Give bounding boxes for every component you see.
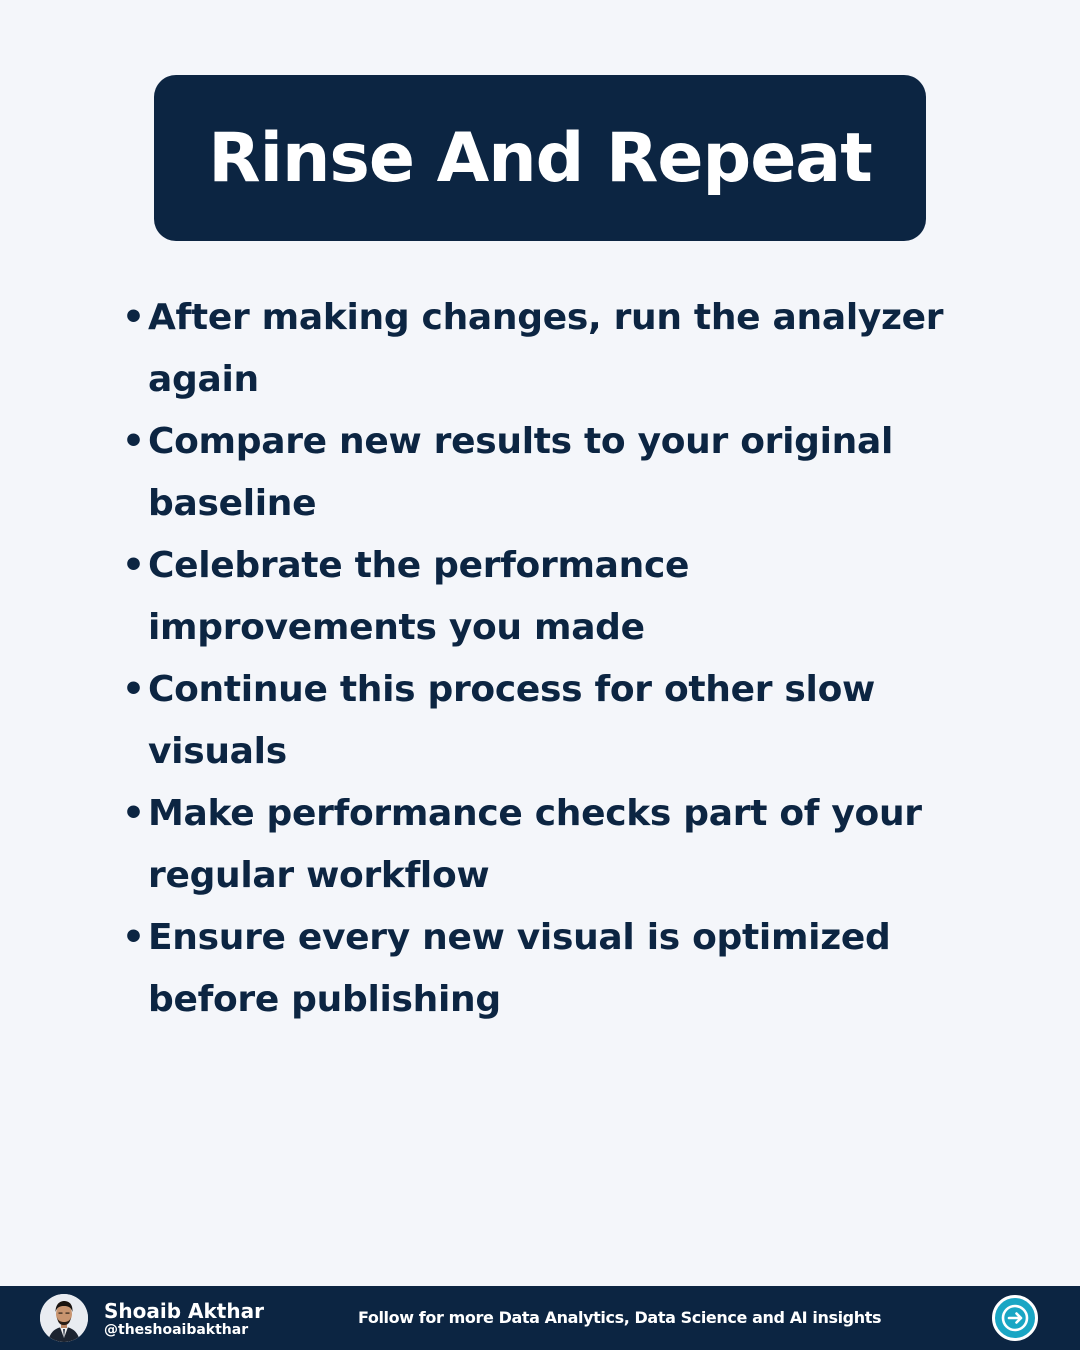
- bullet-item: • Make performance checks part of your r…: [122, 783, 952, 907]
- bullet-marker: •: [122, 545, 145, 586]
- bullet-marker: •: [122, 793, 145, 834]
- bullet-item: • Ensure every new visual is optimized b…: [122, 907, 952, 1031]
- profile-photo-icon[interactable]: [40, 1294, 88, 1342]
- bullet-item: • Continue this process for other slow v…: [122, 659, 952, 783]
- bullet-text: After making changes, run the analyzer a…: [148, 297, 944, 400]
- footer-tagline: Follow for more Data Analytics, Data Sci…: [358, 1308, 882, 1327]
- bullet-item: • Celebrate the performance improvements…: [122, 535, 952, 659]
- bullet-text: Compare new results to your original bas…: [148, 421, 893, 524]
- bullet-list: • After making changes, run the analyzer…: [122, 287, 952, 1031]
- bullet-item: • After making changes, run the analyzer…: [122, 287, 952, 411]
- avatar-graphic: [40, 1294, 88, 1342]
- bullet-marker: •: [122, 917, 145, 958]
- bullet-item: • Compare new results to your original b…: [122, 411, 952, 535]
- bullet-marker: •: [122, 669, 145, 710]
- author-name[interactable]: Shoaib Akthar: [104, 1299, 264, 1323]
- arrow-right-circle-icon: [992, 1295, 1038, 1341]
- bullet-text: Continue this process for other slow vis…: [148, 669, 875, 772]
- footer-bar: Shoaib Akthar @theshoaibakthar Follow fo…: [0, 1286, 1080, 1350]
- author-handle[interactable]: @theshoaibakthar: [104, 1322, 249, 1338]
- bullet-text: Celebrate the performance improvements y…: [148, 545, 690, 648]
- next-button[interactable]: [992, 1295, 1038, 1341]
- bullet-text: Ensure every new visual is optimized bef…: [148, 917, 891, 1020]
- title-banner: Rinse And Repeat: [154, 75, 926, 241]
- bullet-marker: •: [122, 297, 145, 338]
- bullet-marker: •: [122, 421, 145, 462]
- bullet-text: Make performance checks part of your reg…: [148, 793, 922, 896]
- page-title: Rinse And Repeat: [208, 118, 872, 198]
